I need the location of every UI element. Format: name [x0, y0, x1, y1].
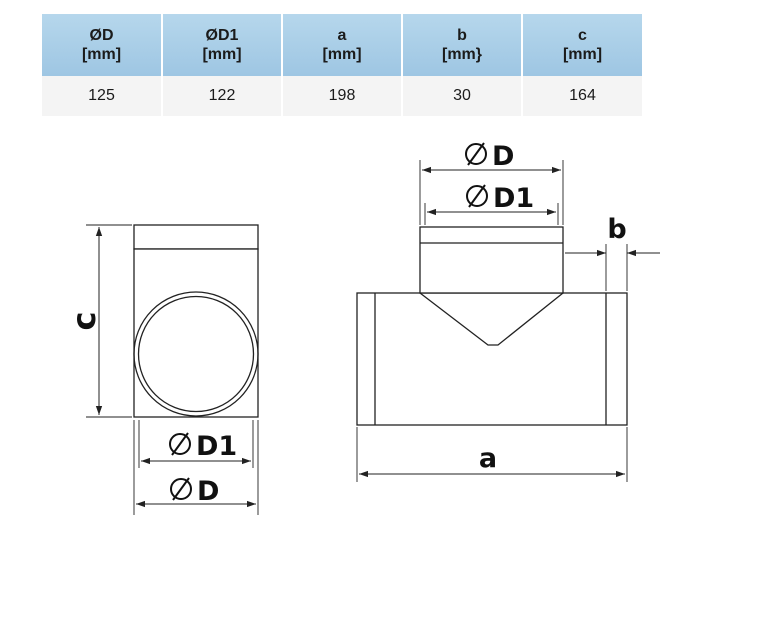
- front-body: [356, 292, 628, 426]
- header-unit: [mm]: [562, 46, 603, 63]
- header-unit: [mm]: [202, 46, 242, 63]
- table-row: 125 122 198 30 164: [42, 76, 642, 116]
- value-c: 164: [522, 76, 642, 116]
- diameter-icon: [169, 433, 191, 455]
- header-symbol: ØD1: [205, 27, 239, 44]
- side-collar: [133, 224, 259, 250]
- label-c: c: [65, 312, 103, 331]
- label-d1: D1: [493, 183, 534, 214]
- header-a: a [mm]: [282, 14, 403, 76]
- header-unit: [mm]: [81, 46, 122, 63]
- front-view: [356, 160, 660, 482]
- diameter-icon: [465, 143, 487, 165]
- side-view: [86, 224, 259, 515]
- label-d-side: D: [170, 476, 219, 507]
- diameter-icon-slash: [468, 184, 486, 208]
- side-body: [133, 248, 259, 418]
- header-symbol: ØD: [89, 27, 114, 44]
- header-unit: [mm]: [322, 46, 362, 63]
- label-d: D: [492, 141, 514, 172]
- side-outlet-inner: [137, 295, 255, 413]
- front-transition: [419, 292, 564, 346]
- value-d: 125: [42, 76, 163, 116]
- front-branch: [419, 226, 564, 294]
- label-a: a: [479, 443, 497, 474]
- label-d: D: [197, 476, 219, 507]
- diameter-icon: [170, 478, 192, 500]
- header-symbol: a: [337, 27, 347, 44]
- dimensions-table: ØD [mm] ØD1 [mm] a [mm] b [mm} c [mm] 125 122…: [42, 14, 642, 116]
- header-d1: ØD1 [mm]: [162, 14, 283, 76]
- header-symbol: c: [578, 27, 587, 44]
- label-d-front: D: [465, 141, 514, 172]
- diameter-icon-slash: [172, 477, 190, 501]
- header-c: c [mm]: [522, 14, 642, 76]
- label-d1-side: D1: [169, 431, 237, 462]
- label-d1: D1: [196, 431, 237, 462]
- diameter-icon-slash: [467, 142, 485, 166]
- value-d1: 122: [162, 76, 283, 116]
- header-d: ØD [mm]: [42, 14, 163, 76]
- side-outlet-outer: [133, 291, 259, 417]
- header-unit: [mm}: [441, 46, 482, 63]
- value-a: 198: [282, 76, 403, 116]
- header-b: b [mm}: [402, 14, 523, 76]
- diameter-icon: [466, 185, 488, 207]
- value-b: 30: [402, 76, 523, 116]
- diameter-icon-slash: [171, 432, 189, 456]
- header-symbol: b: [457, 27, 467, 44]
- label-b: b: [607, 214, 626, 245]
- label-d1-front: D1: [466, 183, 534, 214]
- table-header-row: ØD [mm] ØD1 [mm] a [mm] b [mm} c [mm]: [42, 14, 642, 76]
